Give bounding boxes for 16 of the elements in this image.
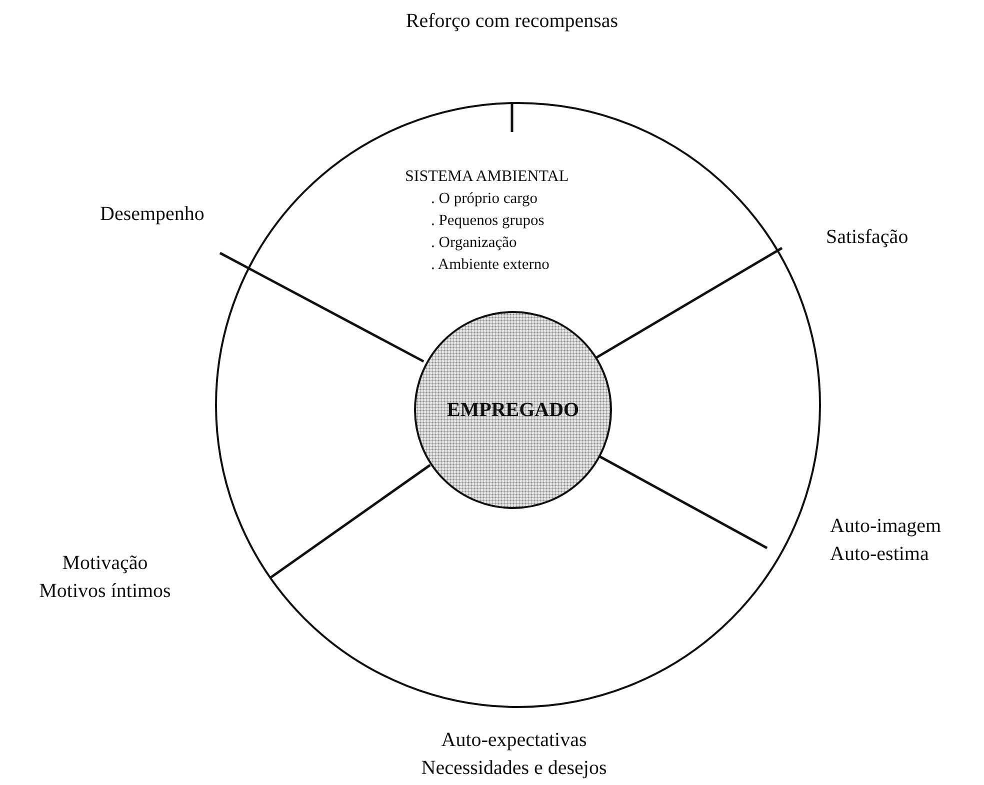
outer-label: Auto-expectativas <box>441 729 587 752</box>
outer-label: Reforço com recompensas <box>406 10 618 33</box>
outer-label: Motivação <box>62 552 148 575</box>
system-list-item: . Pequenos grupos <box>431 212 544 230</box>
system-list-item: . Ambiente externo <box>431 256 550 274</box>
outer-label: Motivos íntimos <box>39 580 171 603</box>
outer-label: Auto-estima <box>830 543 929 566</box>
employee-label: EMPREGADO <box>446 398 580 422</box>
outer-label: Satisfação <box>826 226 908 249</box>
system-heading: SISTEMA AMBIENTAL <box>405 168 569 186</box>
environment-circle <box>215 102 821 708</box>
system-list-item: . Organização <box>431 234 517 252</box>
outer-label: Necessidades e desejos <box>421 757 607 780</box>
system-list-item: . O próprio cargo <box>431 190 538 208</box>
outer-label: Desempenho <box>100 203 204 226</box>
outer-label: Auto-imagem <box>830 515 942 538</box>
